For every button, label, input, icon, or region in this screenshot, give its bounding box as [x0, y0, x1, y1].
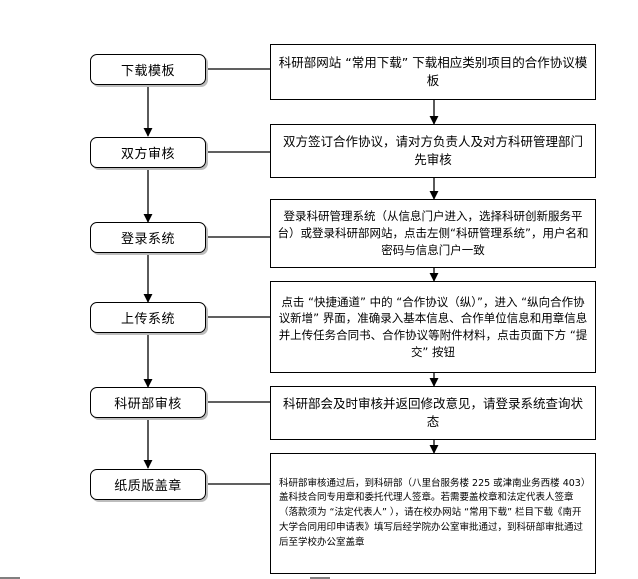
step-label: 登录系统 [120, 232, 175, 247]
desc-text: 点击 “快捷通道” 中的 “合作协议（纵）”，进入 “纵向合作协议新增” 界面，… [278, 294, 588, 359]
desc-paper-seal: 科研部审核通过后，到科研部（八里台服务楼 225 或津南业务西楼 403）盖科技… [270, 453, 596, 574]
step-label: 下载模板 [120, 64, 175, 79]
desc-text: 科研部审核通过后，到科研部（八里台服务楼 225 或津南业务西楼 403）盖科技… [279, 477, 586, 548]
desc-research-dept-review: 科研部会及时审核并返回修改意见，请登录系统查询状态 [270, 386, 596, 440]
step-label: 科研部审核 [114, 397, 182, 412]
desc-upload-system: 点击 “快捷通道” 中的 “合作协议（纵）”，进入 “纵向合作协议新增” 界面，… [270, 281, 596, 373]
desc-text: 科研部网站 “常用下载” 下载相应类别项目的合作协议模板 [278, 54, 588, 88]
step-mutual-review: 双方审核 [90, 137, 206, 168]
step-label: 双方审核 [120, 147, 175, 162]
step-login-system: 登录系统 [90, 222, 206, 253]
step-download-template: 下载模板 [90, 54, 206, 85]
step-research-dept-review: 科研部审核 [90, 387, 206, 418]
step-upload-system: 上传系统 [90, 302, 206, 333]
desc-download-template: 科研部网站 “常用下载” 下载相应类别项目的合作协议模板 [270, 44, 596, 100]
step-label: 上传系统 [120, 312, 175, 327]
desc-text: 科研部会及时审核并返回修改意见，请登录系统查询状态 [282, 395, 583, 429]
desc-login-system: 登录科研管理系统（从信息门户进入，选择科研创新服务平台）或登录科研部网站，点击左… [270, 199, 596, 268]
step-label: 纸质版盖章 [114, 479, 182, 494]
step-paper-seal: 纸质版盖章 [90, 469, 206, 500]
desc-text: 登录科研管理系统（从信息门户进入，选择科研创新服务平台）或登录科研部网站，点击左… [277, 209, 589, 257]
desc-mutual-review: 双方签订合作协议，请对方负责人及对方科研管理部门先审核 [270, 124, 596, 178]
desc-text: 双方签订合作协议，请对方负责人及对方科研管理部门先审核 [282, 133, 583, 167]
